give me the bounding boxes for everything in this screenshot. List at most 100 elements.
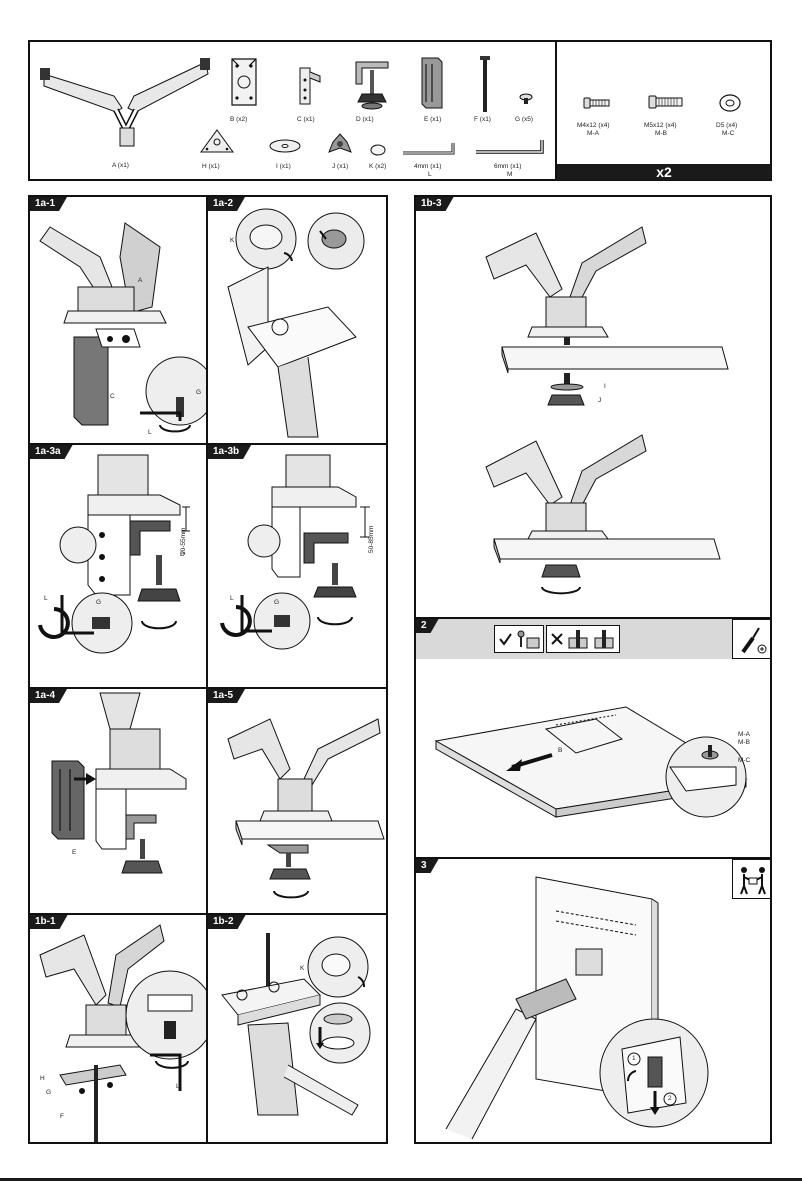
part-m-allen-key-icon [476,140,544,154]
step-1b-1-callout-f: F [60,1113,64,1120]
step-2-callout-ma: M-A [738,731,750,738]
parts-list-frame [28,40,772,181]
step-1b-2-drawing [221,933,371,1116]
step-1b-3-callout-j: J [598,397,602,404]
part-e-cover-icon [421,57,443,109]
step-1b-3-panel: 1b-3 I J [415,196,771,618]
part-d-label: D (x1) [356,116,374,123]
part-m-letter: M [507,171,513,178]
part-a-dual-arm-drawing [40,58,210,147]
part-g-label: G (x5) [515,116,534,123]
step-1a-3a-tag: 1a-3a [30,445,73,459]
step-1a-3b-panel: 1a-3b 50-85mm L G [207,444,387,688]
part-a-label: A (x1) [112,162,129,169]
step-1b-2-tag: 1b-2 [208,915,246,929]
step-2-panel: 2 [415,618,771,858]
step-1a-5-tag: 1a-5 [208,689,245,703]
step-1a-3b-tag: 1a-3b [208,445,251,459]
part-k-pad-icon [370,144,386,156]
step-1a-3b-callout-l: L [230,595,234,602]
step-3-number-1: 1 [632,1055,636,1062]
part-c-bracket-icon [299,67,321,105]
page-bottom-rule [0,1178,802,1181]
part-f-label: F (x1) [474,116,491,123]
step-1a-2-drawing [227,208,365,438]
part-j-label: J (x1) [332,163,349,170]
step-2-callout-b: B [558,747,563,754]
part-j-knob-icon [328,133,352,153]
step-2-incorrect-method-box [546,625,620,653]
step-2-screwdriver-box [732,619,770,659]
parts-divider [555,41,557,180]
step-1b-3-tag: 1b-3 [416,197,454,211]
step-1a-3a-callout-d: D [180,551,185,558]
screw-wrong-icon [568,630,614,649]
step-3-number-2: 2 [668,1095,672,1102]
part-l-size-label: 4mm (x1) [414,163,442,170]
screw-m-a-code: M-A [587,130,599,137]
step-1b-2-panel: 1b-2 K [207,914,387,1143]
step-1a-1-tag: 1a-1 [30,197,67,211]
step-3-drawing [445,876,709,1140]
step-1b-3-callout-i: I [604,383,606,390]
step-2-drawing [434,706,748,818]
washer-m-c-icon [719,94,741,112]
step-1a-1-callout-g: G [196,389,202,396]
step-1a-4-drawing [51,692,187,874]
step-1a-1-callout-l: L [148,429,152,436]
check-icon [499,633,512,646]
part-h-label: H (x1) [202,163,220,170]
washer-m-c-code: M-C [722,130,735,137]
part-b-label: B (x2) [230,116,248,123]
part-i-washer-icon [269,139,301,153]
part-i-label: I (x1) [276,163,291,170]
step-1b-2-callout-k: K [300,965,305,972]
step-1a-4-panel: 1a-4 E [29,688,207,914]
step-1a-4-callout-e: E [72,849,77,856]
step-1a-3b-drawing [220,454,370,650]
screw-multiplier-banner: x2 [557,164,771,180]
part-d-clamp-icon [355,61,389,110]
step-1b-3-drawing [485,226,729,595]
step-1a-1-callout-a: A [138,277,143,284]
part-k-label: K (x2) [369,163,387,170]
step-1a-3a-panel: 1a-3a 10-55mm D L G [29,444,207,688]
step-1a-3b-callout-g: G [274,599,280,606]
step-1a-3b-range-label: 50-85mm [368,525,375,553]
step-1b-1-tag: 1b-1 [30,915,68,929]
washer-m-c-size: D5 (x4) [716,122,738,129]
screw-m-b-size: M5x12 (x4) [644,122,677,129]
step-1a-5-panel: 1a-5 [207,688,387,914]
step-1b-1-callout-g: G [46,1089,52,1096]
step-1b-1-drawing [39,924,206,1142]
step-2-correct-method-box [494,625,544,653]
screw-m-a-icon [583,97,610,109]
part-c-label: C (x1) [297,116,315,123]
two-person-lift-icon [740,867,766,895]
step-3-panel: 3 1 2 [415,858,771,1143]
step-2-callout-mc: M-C [738,757,751,764]
step-1a-3a-callout-g: G [96,599,102,606]
part-b-vesa-plate-icon [231,58,257,106]
screw-m-b-icon [648,95,683,109]
step-1b-1-callout-l: L [176,1083,180,1090]
part-e-label: E (x1) [424,116,442,123]
step-1a-2-panel: 1a-2 K [207,196,387,444]
step-1a-4-tag: 1a-4 [30,689,67,703]
part-l-allen-key-icon [403,143,455,155]
step-1a-1-drawing [39,222,206,433]
step-1a-2-tag: 1a-2 [208,197,245,211]
screw-m-b-code: M-B [655,130,667,137]
step-2-callout-mb: M-B [738,739,750,746]
part-l-letter: L [428,171,432,178]
part-g-screw-icon [519,93,533,104]
step-1a-1-callout-c: C [110,393,115,400]
step-1a-1-panel: 1a-1 A C G L [29,196,207,444]
step-3-two-person-box [732,859,770,899]
step-1a-2-callout-k: K [230,237,235,244]
step-1b-1-panel: 1b-1 H G F L [29,914,207,1143]
part-f-threaded-rod-icon [480,56,490,112]
screwdriver-icon [741,627,767,654]
screw-m-a-size: M4x12 (x4) [577,122,610,129]
step-1a-5-drawing [227,718,385,899]
